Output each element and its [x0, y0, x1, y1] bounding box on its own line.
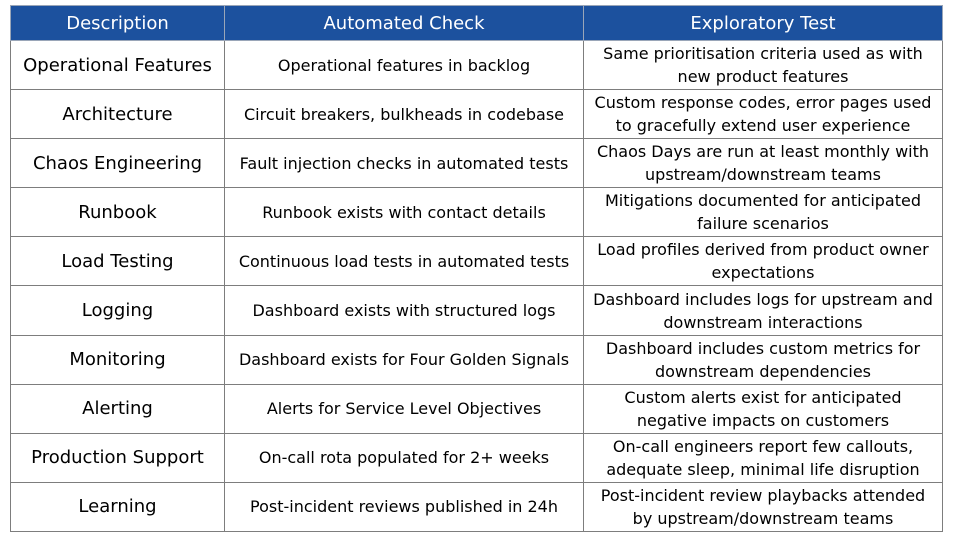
- table-row: Runbook Runbook exists with contact deta…: [10, 187, 943, 238]
- table-row: Architecture Circuit breakers, bulkheads…: [10, 89, 943, 140]
- automated-check-cell: Circuit breakers, bulkheads in codebase: [224, 89, 584, 140]
- description-cell: Monitoring: [10, 334, 225, 385]
- exploratory-test-cell: Dashboard includes custom metrics for do…: [583, 334, 943, 385]
- description-cell: Learning: [10, 481, 225, 533]
- description-cell: Architecture: [10, 89, 225, 140]
- description-cell: Load Testing: [10, 236, 225, 287]
- table-header: Description Automated Check Exploratory …: [10, 5, 943, 41]
- header-row: Description Automated Check Exploratory …: [10, 5, 943, 41]
- description-cell: Alerting: [10, 383, 225, 434]
- automated-check-cell: On-call rota populated for 2+ weeks: [224, 432, 584, 483]
- table-row: Operational Features Operational feature…: [10, 39, 943, 91]
- table-body: Operational Features Operational feature…: [10, 39, 943, 533]
- table-row: Learning Post-incident reviews published…: [10, 481, 943, 533]
- automated-check-cell: Dashboard exists for Four Golden Signals: [224, 334, 584, 385]
- exploratory-test-cell: Custom response codes, error pages used …: [583, 89, 943, 140]
- table-row: Monitoring Dashboard exists for Four Gol…: [10, 334, 943, 385]
- automated-check-cell: Runbook exists with contact details: [224, 187, 584, 238]
- exploratory-test-cell: Custom alerts exist for anticipated nega…: [583, 383, 943, 434]
- description-cell: Production Support: [10, 432, 225, 483]
- description-cell: Logging: [10, 285, 225, 336]
- exploratory-test-cell: Load profiles derived from product owner…: [583, 236, 943, 287]
- automated-check-cell: Post-incident reviews published in 24h: [224, 481, 584, 533]
- automated-check-cell: Dashboard exists with structured logs: [224, 285, 584, 336]
- automated-check-cell: Operational features in backlog: [224, 39, 584, 91]
- exploratory-test-cell: Dashboard includes logs for upstream and…: [583, 285, 943, 336]
- table-row: Logging Dashboard exists with structured…: [10, 285, 943, 336]
- table-row: Alerting Alerts for Service Level Object…: [10, 383, 943, 434]
- description-cell: Runbook: [10, 187, 225, 238]
- automated-check-cell: Alerts for Service Level Objectives: [224, 383, 584, 434]
- automated-check-cell: Fault injection checks in automated test…: [224, 138, 584, 189]
- exploratory-test-cell: Post-incident review playbacks attended …: [583, 481, 943, 533]
- header-automated-check: Automated Check: [224, 5, 584, 41]
- exploratory-test-cell: Same prioritisation criteria used as wit…: [583, 39, 943, 91]
- table-row: Chaos Engineering Fault injection checks…: [10, 138, 943, 189]
- description-cell: Operational Features: [10, 39, 225, 91]
- exploratory-test-cell: On-call engineers report few callouts, a…: [583, 432, 943, 483]
- exploratory-test-cell: Mitigations documented for anticipated f…: [583, 187, 943, 238]
- table-row: Production Support On-call rota populate…: [10, 432, 943, 483]
- checks-table-container: Description Automated Check Exploratory …: [10, 5, 943, 533]
- exploratory-test-cell: Chaos Days are run at least monthly with…: [583, 138, 943, 189]
- description-cell: Chaos Engineering: [10, 138, 225, 189]
- checks-table: Description Automated Check Exploratory …: [10, 5, 943, 533]
- header-exploratory-test: Exploratory Test: [583, 5, 943, 41]
- header-description: Description: [10, 5, 225, 41]
- automated-check-cell: Continuous load tests in automated tests: [224, 236, 584, 287]
- table-row: Load Testing Continuous load tests in au…: [10, 236, 943, 287]
